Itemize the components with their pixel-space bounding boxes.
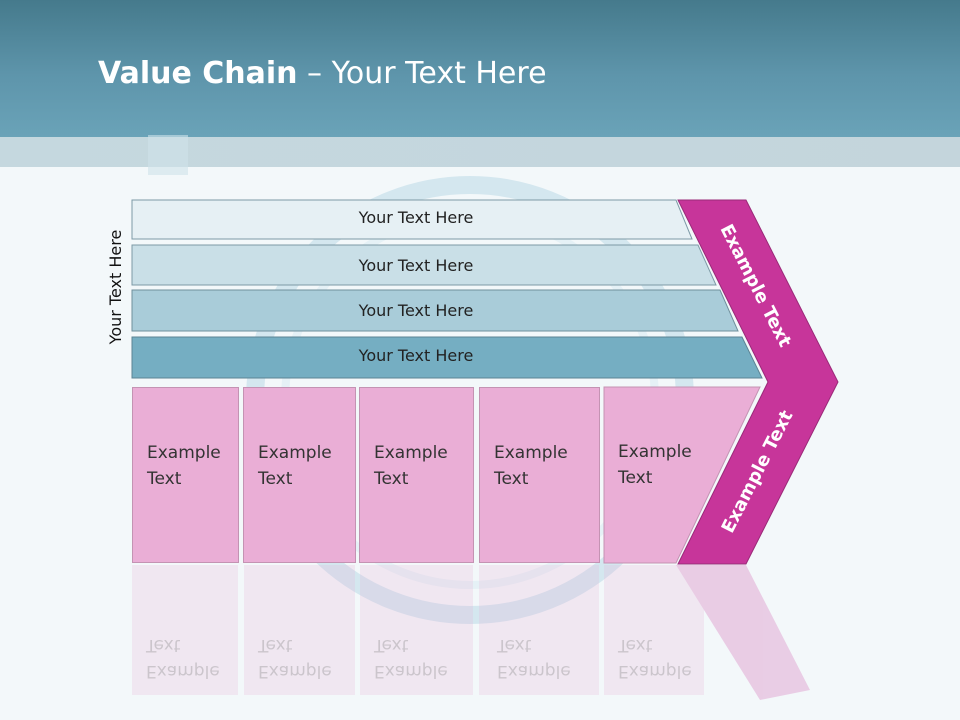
title-rest: – Your Text Here	[297, 56, 547, 91]
box-1-line1: Example	[147, 443, 221, 463]
row-band-4	[131, 336, 763, 379]
row-label-1: Your Text Here	[358, 208, 474, 227]
title-bold: Value Chain	[98, 56, 298, 91]
row-band-1	[131, 199, 693, 240]
box-5-shape	[603, 386, 761, 564]
row-label-3: Your Text Here	[358, 301, 474, 320]
box-5-line1: Example	[618, 442, 692, 462]
box-3-line2: Text	[374, 469, 409, 489]
box-3-line1: Example	[374, 443, 448, 463]
chevron-arrow	[677, 199, 839, 565]
header-bar	[0, 0, 960, 137]
row-band-3	[131, 289, 739, 332]
box-5-line2: Text	[618, 468, 653, 488]
row-label-4: Your Text Here	[358, 346, 474, 365]
box-4-line2: Text	[494, 469, 529, 489]
box-1-line2: Text	[147, 469, 182, 489]
page-title: Value Chain – Your Text Here	[98, 56, 547, 91]
box-4-line1: Example	[494, 443, 568, 463]
box-2-line1: Example	[258, 443, 332, 463]
row-band-2	[131, 244, 717, 286]
row-label-2: Your Text Here	[358, 256, 474, 275]
box-2-line2: Text	[258, 469, 293, 489]
